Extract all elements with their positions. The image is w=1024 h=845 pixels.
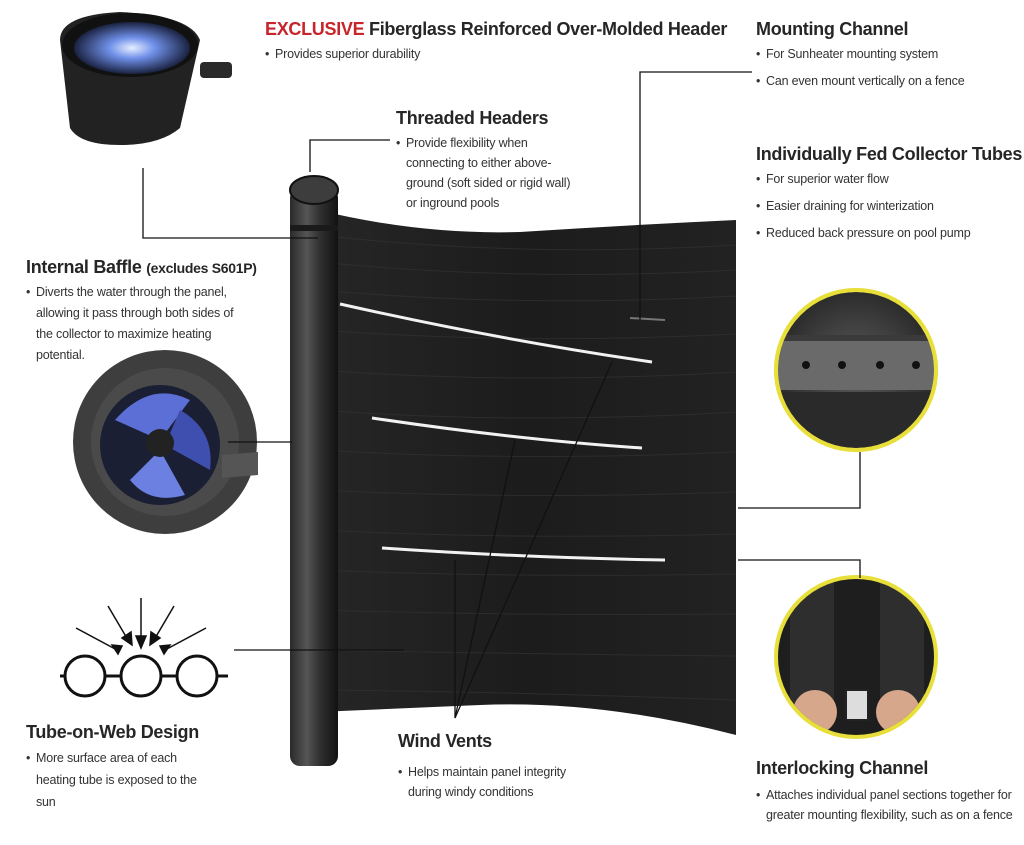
tube-on-web-diagram: [60, 598, 228, 698]
baffle-closeup-image: [73, 350, 258, 534]
collector-bullets: For superior water flow Easier draining …: [756, 169, 1022, 244]
baffle-note: (excludes S601P): [146, 260, 257, 276]
threaded-bullets: Provide flexibility when connecting to e…: [396, 133, 576, 213]
baffle-bullets: Diverts the water through the panel, all…: [26, 282, 246, 366]
mounting-title: Mounting Channel: [756, 19, 909, 39]
mounting-channel-closeup-image: [774, 288, 938, 452]
list-item: More surface area of each heating tube i…: [26, 747, 216, 813]
wind-callout: Wind Vents Helps maintain panel integrit…: [398, 731, 568, 802]
wind-title: Wind Vents: [398, 731, 492, 751]
exclusive-tag: EXCLUSIVE: [265, 19, 365, 39]
mounting-callout: Mounting Channel For Sunheater mounting …: [756, 19, 965, 92]
list-item: For superior water flow: [756, 169, 1022, 190]
baffle-title: Internal Baffle (excludes S601P): [26, 257, 257, 277]
header-bullets: Provides superior durability: [265, 44, 727, 64]
list-item: Easier draining for winterization: [756, 196, 1022, 217]
list-item: Attaches individual panel sections toget…: [756, 785, 1024, 825]
interlocking-channel-closeup-image: [774, 575, 938, 739]
header-callout: EXCLUSIVE Fiberglass Reinforced Over-Mol…: [265, 19, 727, 64]
list-item: Provide flexibility when connecting to e…: [396, 133, 576, 213]
header-title: EXCLUSIVE Fiberglass Reinforced Over-Mol…: [265, 19, 728, 39]
leader-lines: [142, 71, 861, 719]
tube-web-bullets: More surface area of each heating tube i…: [26, 747, 216, 813]
interlock-title: Interlocking Channel: [756, 758, 929, 778]
interlock-bullets: Attaches individual panel sections toget…: [756, 785, 1024, 825]
collector-callout: Individually Fed Collector Tubes For sup…: [756, 144, 1022, 244]
list-item: Can even mount vertically on a fence: [756, 71, 965, 92]
list-item: For Sunheater mounting system: [756, 44, 964, 65]
solar-panel: [317, 210, 737, 735]
list-item: Reduced back pressure on pool pump: [756, 223, 1022, 244]
tube-web-callout: Tube-on-Web Design More surface area of …: [26, 722, 216, 813]
baffle-callout: Internal Baffle (excludes S601P) Diverts…: [26, 257, 257, 366]
list-item: Helps maintain panel integrity during wi…: [398, 762, 568, 802]
header-closeup-image: [60, 12, 232, 145]
threaded-callout: Threaded Headers Provide flexibility whe…: [396, 108, 576, 213]
threaded-title: Threaded Headers: [396, 108, 549, 128]
mounting-bullets: For Sunheater mounting system Can even m…: [756, 44, 965, 92]
header-pipe: [289, 175, 339, 766]
tube-web-title: Tube-on-Web Design: [26, 722, 199, 742]
list-item: Provides superior durability: [265, 44, 727, 64]
list-item: Diverts the water through the panel, all…: [26, 282, 246, 366]
interlock-callout: Interlocking Channel Attaches individual…: [756, 758, 1024, 825]
wind-bullets: Helps maintain panel integrity during wi…: [398, 762, 568, 802]
collector-title: Individually Fed Collector Tubes: [756, 144, 1023, 164]
